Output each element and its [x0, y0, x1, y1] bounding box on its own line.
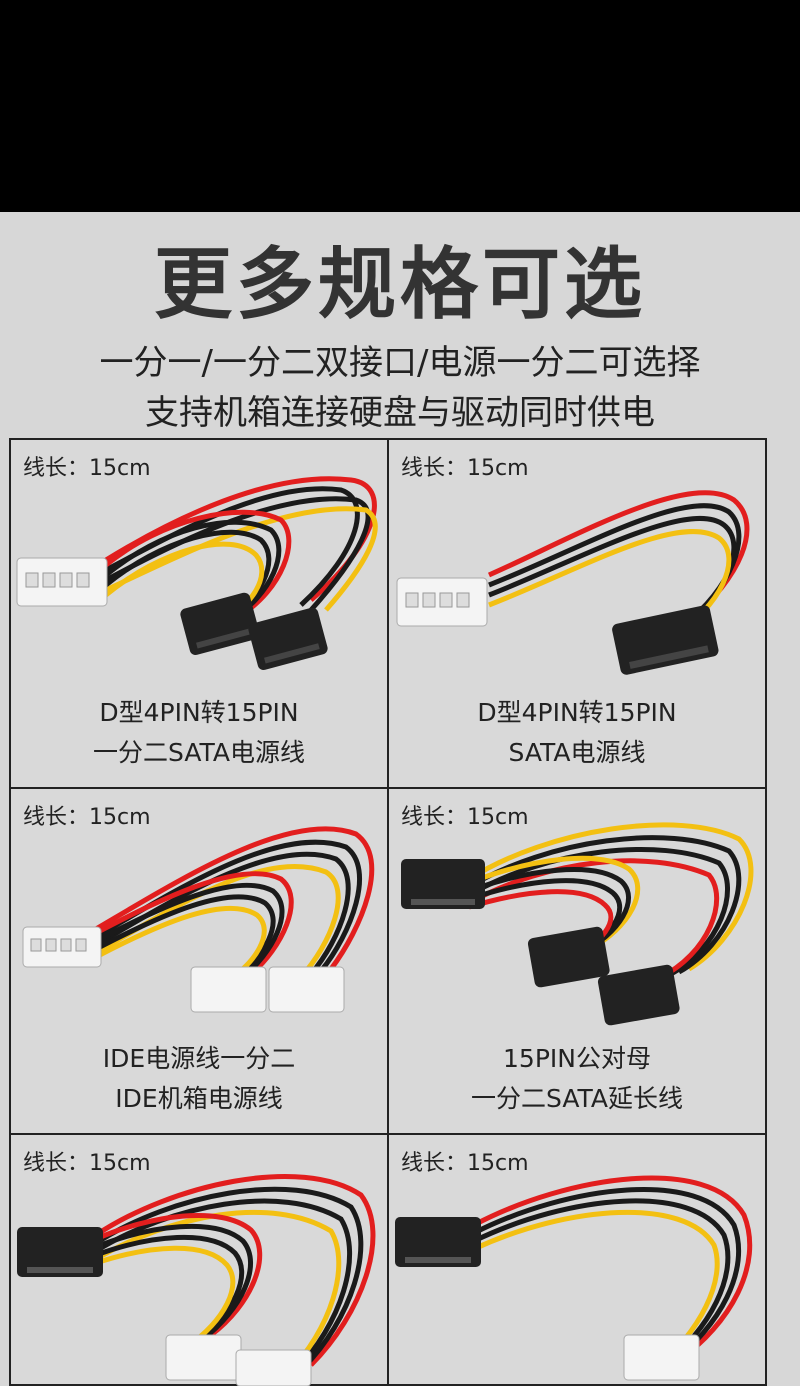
page-headline: 更多规格可选 [153, 240, 646, 330]
product-name-line-1: IDE电源线一分二 [102, 1044, 296, 1073]
cable-length-label: 线长：15cm [401, 1151, 529, 1176]
product-card-3: 线长：15cm IDE电源线一分二 IDE机箱电源线 [9, 787, 389, 1135]
molex-to-sata-cable-image [396, 490, 750, 675]
ide-splitter-cable-image [22, 826, 375, 1013]
product-name-line-2: IDE机箱电源线 [115, 1084, 283, 1113]
product-card-6: 线长：15cm [387, 1133, 767, 1386]
product-name-line-2: 一分二SATA延长线 [471, 1084, 683, 1113]
product-name-line-1: D型4PIN转15PIN [477, 698, 677, 727]
product-name-line-1: 15PIN公对母 [503, 1044, 651, 1073]
cable-length-label: 线长：15cm [401, 805, 529, 830]
product-name-line-1: D型4PIN转15PIN [99, 698, 299, 727]
cable-length-label: 线长：15cm [23, 805, 151, 830]
sata-to-dual-ide-cable-image [17, 1173, 376, 1386]
top-black-band [0, 0, 800, 212]
product-name-line-2: 一分二SATA电源线 [93, 738, 305, 767]
product-card-5: 线长：15cm [9, 1133, 389, 1386]
product-card-4: 线长：15cm 15PIN公对母 一 [387, 787, 767, 1135]
product-name-line-2: SATA电源线 [508, 738, 646, 767]
cable-length-label: 线长：15cm [401, 456, 529, 481]
sata-extension-splitter-cable-image [401, 822, 754, 1026]
product-grid: 线长：15cm [9, 438, 767, 1386]
subtitle-line-2: 支持机箱连接硬盘与驱动同时供电 [145, 393, 655, 433]
cable-length-label: 线长：15cm [23, 456, 151, 481]
subtitle-line-1: 一分一/一分二双接口/电源一分二可选择 [99, 343, 701, 383]
product-card-1: 线长：15cm [9, 438, 389, 789]
cable-length-label: 线长：15cm [23, 1151, 151, 1176]
molex-to-dual-sata-cable-image [16, 476, 378, 671]
product-card-2: 线长：15cm D型4PIN转15PIN SATA电源线 [387, 438, 767, 789]
sata-to-ide-cable-image [395, 1175, 753, 1381]
